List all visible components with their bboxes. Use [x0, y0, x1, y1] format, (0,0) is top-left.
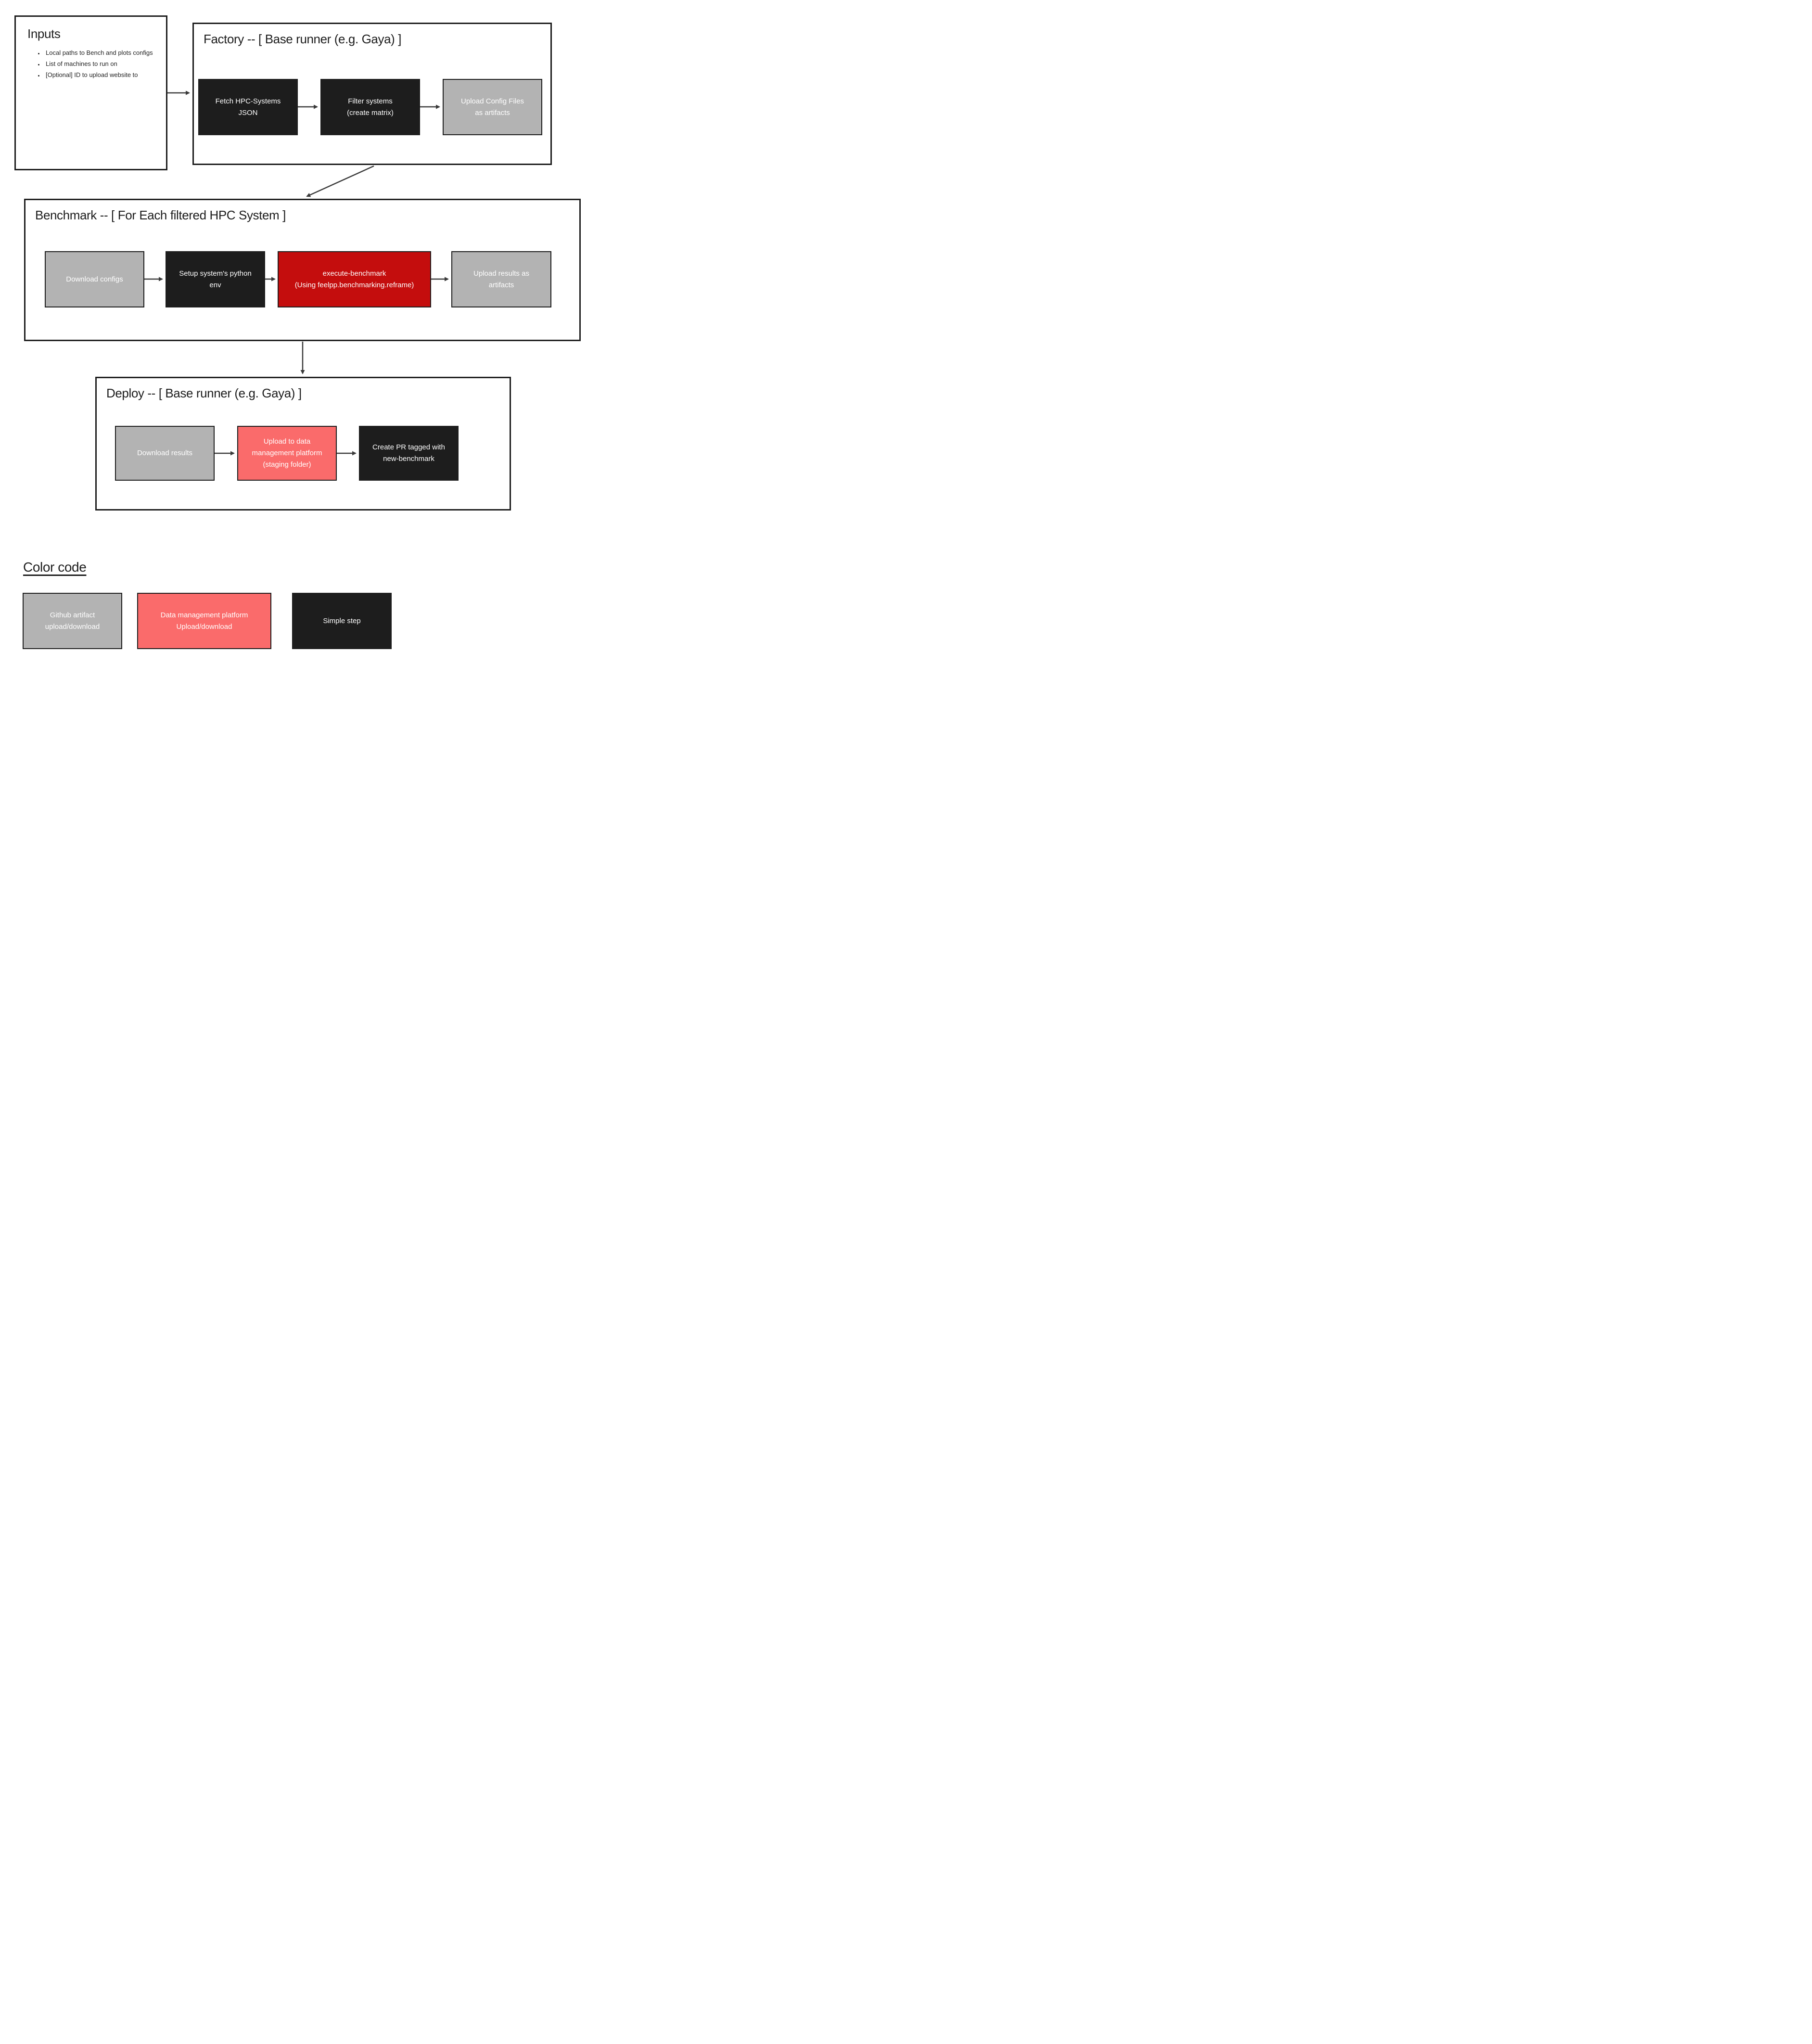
step-setup-python-env: Setup system's python env [166, 251, 265, 307]
step-filter-systems: Filter systems (create matrix) [320, 79, 420, 135]
inputs-panel: Inputs Local paths to Bench and plots co… [14, 15, 167, 170]
workflow-diagram: Inputs Local paths to Bench and plots co… [0, 0, 604, 681]
arrow-factory-to-benchmark [306, 165, 374, 197]
step-download-results: Download results [115, 426, 215, 481]
step-create-pr: Create PR tagged with new-benchmark [359, 426, 459, 481]
step-upload-results: Upload results as artifacts [451, 251, 551, 307]
factory-title: Factory -- [ Base runner (e.g. Gaya) ] [204, 32, 402, 46]
legend-title: Color code [23, 560, 87, 575]
inputs-bullet-list: Local paths to Bench and plots configs L… [33, 49, 158, 82]
legend-simple-step: Simple step [292, 593, 392, 649]
benchmark-title: Benchmark -- [ For Each filtered HPC Sys… [35, 208, 286, 222]
step-execute-benchmark: execute-benchmark (Using feelpp.benchmar… [278, 251, 431, 307]
step-upload-data-platform: Upload to data management platform (stag… [237, 426, 337, 481]
legend-data-platform: Data management platform Upload/download [137, 593, 271, 649]
bullet-item: Local paths to Bench and plots configs [44, 49, 153, 57]
step-upload-config-files: Upload Config Files as artifacts [443, 79, 542, 135]
step-fetch-hpc-systems-json: Fetch HPC-Systems JSON [198, 79, 298, 135]
step-download-configs: Download configs [45, 251, 144, 307]
inputs-title: Inputs [27, 26, 61, 41]
deploy-title: Deploy -- [ Base runner (e.g. Gaya) ] [106, 386, 302, 400]
bullet-item: [Optional] ID to upload website to [44, 71, 153, 79]
legend-github-artifact: Github artifact upload/download [23, 593, 122, 649]
bullet-item: List of machines to run on [44, 60, 153, 68]
